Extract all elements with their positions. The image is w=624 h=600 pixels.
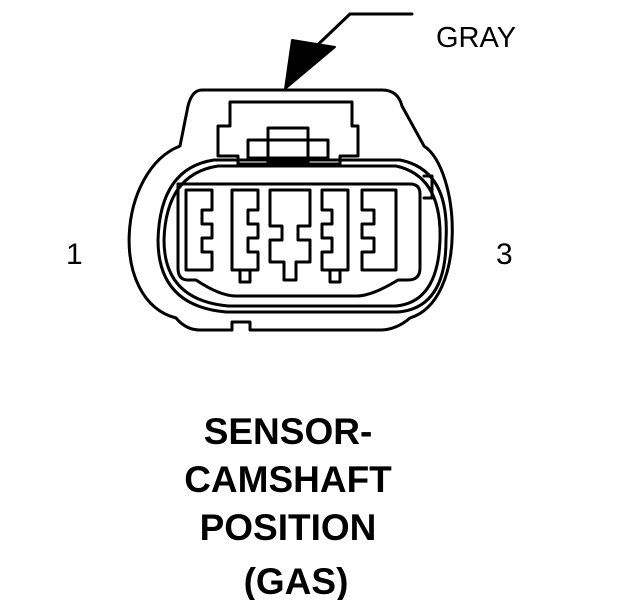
terminal-3 (268, 188, 312, 282)
connector-side-latch (422, 174, 434, 200)
pin-label-right: 3 (496, 238, 513, 271)
title-line-4: (GAS) (244, 561, 349, 600)
terminal-2 (230, 188, 260, 284)
connector-body (127, 88, 454, 332)
pin-label-left: 1 (66, 238, 83, 271)
title-line-3: POSITION (200, 507, 377, 548)
callout-arrowhead (284, 39, 336, 90)
wire-color-label: GRAY (436, 22, 516, 54)
title-line-1: SENSOR- (204, 411, 373, 452)
connector-seal-ring-inner (162, 164, 442, 308)
lock-tab-button (266, 126, 310, 164)
connector-lock-tab (216, 100, 360, 166)
connector-seal-ring (156, 158, 448, 314)
terminal-5 (360, 188, 398, 272)
callout-leader (284, 12, 414, 90)
terminal-cavity-frame (176, 182, 422, 298)
terminal-4 (320, 188, 350, 284)
title-line-2: CAMSHAFT (184, 459, 392, 500)
terminal-1 (184, 188, 214, 272)
connector-outer-shell (127, 88, 454, 332)
lock-tab-window (246, 138, 330, 160)
title-block: SENSOR- CAMSHAFT POSITION (GAS) (184, 411, 392, 600)
